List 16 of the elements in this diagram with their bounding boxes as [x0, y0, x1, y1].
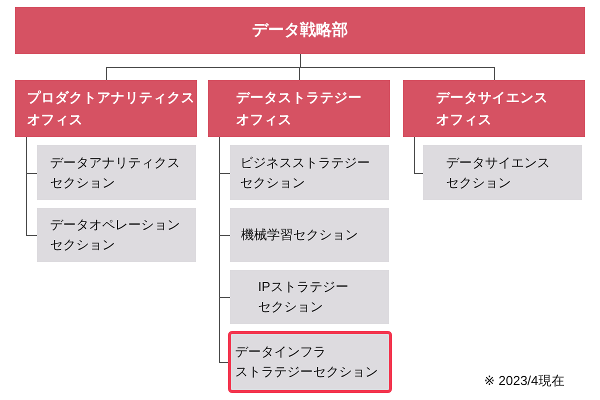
section-box: データサイエンスセクション: [423, 145, 582, 200]
department-box: データ戦略部: [15, 7, 585, 54]
highlighted-section-box: データインフラストラテジーセクション: [228, 331, 392, 393]
section-box: データオペレーションセクション: [37, 208, 196, 262]
footnote: ※ 2023/4現在: [484, 372, 564, 390]
office-box: プロダクトアナリティクスオフィス: [15, 80, 197, 137]
section-box: 機械学習セクション: [230, 208, 389, 262]
connector-line: [26, 136, 38, 236]
office-box: データストラテジーオフィス: [208, 80, 390, 137]
section-box: IPストラテジーセクション: [230, 270, 389, 324]
connector-line: [414, 136, 424, 174]
section-box: データアナリティクスセクション: [37, 145, 196, 200]
connector-line: [219, 136, 228, 363]
connector-line: [300, 54, 495, 80]
office-box: データサイエンスオフィス: [403, 80, 585, 137]
section-box: ビジネスストラテジーセクション: [230, 145, 389, 200]
